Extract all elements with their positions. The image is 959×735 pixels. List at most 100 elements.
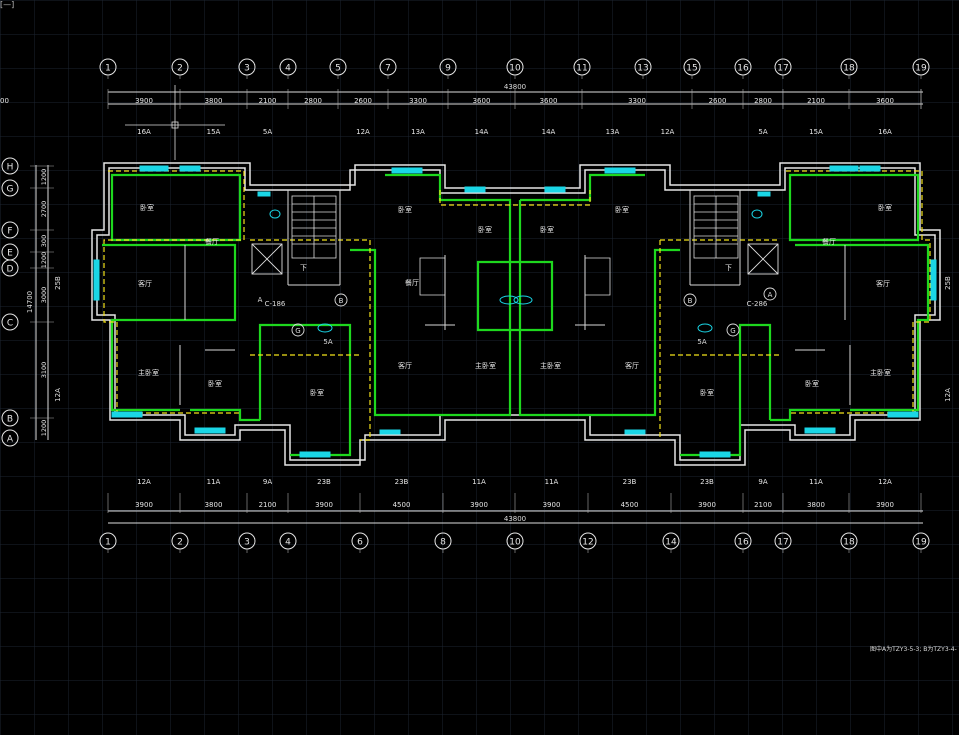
axis-label: 7 — [385, 64, 391, 74]
top-room-tag: 14A — [475, 128, 489, 136]
room-label-living: 客厅 — [138, 279, 152, 288]
footnote: 图中A为TZY3-5-3; B为TZY3-4- — [870, 645, 957, 653]
top-room-tag: 5A — [263, 128, 272, 136]
top-room-tag: 16A — [137, 128, 151, 136]
room-label-master: 主卧室 — [475, 361, 496, 370]
top-dim-value: 2600 — [709, 97, 727, 105]
stairs-right — [693, 195, 739, 259]
top-room-tag: 13A — [411, 128, 425, 136]
axis-label: 2 — [177, 538, 183, 548]
bottom-dim-value: 3900 — [543, 501, 561, 509]
marker-g-left: G — [295, 327, 300, 335]
axis-label: 5 — [335, 64, 341, 74]
top-dim-value: 3900 — [135, 97, 153, 105]
right-tag-12a: 12A — [944, 388, 952, 402]
room-label-down: 下 — [300, 264, 307, 272]
dimension-lines — [35, 91, 923, 524]
axis-bubble — [1, 259, 19, 277]
marker-a-right: A — [768, 291, 773, 299]
elevator-right — [747, 243, 779, 275]
top-dim-value: 2100 — [807, 97, 825, 105]
top-room-tag: 13A — [606, 128, 620, 136]
top-dim-value: 3600 — [540, 97, 558, 105]
axis-label: H — [7, 163, 14, 173]
interior-partitions — [179, 190, 851, 405]
axis-label: A — [7, 435, 14, 445]
axis-bubble — [1, 157, 19, 175]
axis-label: 17 — [777, 64, 788, 74]
room-label-bedroom: 卧室 — [878, 203, 892, 212]
stairs-center — [419, 257, 611, 296]
top-dim-value: 3600 — [876, 97, 894, 105]
top-room-tag: 5A — [758, 128, 767, 136]
room-label-living: 客厅 — [398, 361, 412, 370]
axis-label: 19 — [915, 538, 927, 548]
top-dim-value: 3300 — [409, 97, 427, 105]
left-dim-value: 2700 — [40, 201, 48, 218]
marker-c286: C-286 — [747, 300, 768, 308]
axis-label: 19 — [915, 64, 927, 74]
room-label-bedroom: 卧室 — [398, 205, 412, 214]
marker-5a-left: 5A — [323, 338, 332, 346]
bottom-room-tag: 9A — [263, 478, 272, 486]
top-dim-value: 3600 — [473, 97, 491, 105]
left-dim-value: 1200 — [40, 420, 48, 437]
stairs-left — [291, 195, 337, 259]
top-dim-value: 2100 — [259, 97, 277, 105]
bottom-room-tag: 12A — [137, 478, 151, 486]
marker-5a-right: 5A — [697, 338, 706, 346]
elevator-left — [251, 243, 283, 275]
axis-bubble — [1, 313, 19, 331]
marker-b-right: B — [688, 297, 693, 305]
axis-label: 18 — [843, 64, 855, 74]
top-room-tag: 15A — [809, 128, 823, 136]
room-label-bedroom: 卧室 — [140, 203, 154, 212]
axis-label: 14 — [665, 538, 677, 548]
room-label-bedroom: 卧室 — [478, 225, 492, 234]
marker-g-right: G — [730, 327, 735, 335]
axis-label: 2 — [177, 64, 183, 74]
axis-bubble — [1, 429, 19, 447]
room-label-dining: 餐厅 — [205, 237, 219, 246]
axis-label: F — [7, 227, 12, 237]
section-markers — [291, 287, 777, 337]
axis-label: 6 — [357, 538, 363, 548]
left-dim-value: 1200 — [40, 169, 48, 186]
bottom-room-tag: 23B — [395, 478, 409, 486]
top-dim-value: 2800 — [304, 97, 322, 105]
room-label-down: 下 — [725, 264, 732, 272]
axis-label: 3 — [244, 64, 250, 74]
axis-bubble — [1, 409, 19, 427]
axis-label: 10 — [509, 64, 521, 74]
axis-bubble — [1, 179, 19, 197]
axis-label: 1 — [105, 538, 111, 548]
marker-b-left: B — [339, 297, 344, 305]
room-label-bedroom: 卧室 — [805, 379, 819, 388]
marker-c186: C-186 — [265, 300, 286, 308]
right-tag-25b: 25B — [944, 276, 952, 290]
overall-dim-bottom: 43800 — [504, 515, 526, 523]
axis-label: 18 — [843, 538, 855, 548]
cursor-crosshair — [125, 85, 225, 160]
axis-label: 9 — [445, 64, 451, 74]
axis-label: 15 — [686, 64, 697, 74]
bottom-room-tag: 11A — [809, 478, 823, 486]
top-dim-value: 3800 — [0, 97, 9, 105]
bottom-room-tag: 11A — [207, 478, 221, 486]
overall-dim-left: 14700 — [26, 291, 34, 313]
axis-label: 4 — [285, 538, 291, 548]
bottom-room-tag: 23B — [623, 478, 637, 486]
room-label-master: 主卧室 — [870, 368, 891, 377]
bottom-dim-value: 3900 — [135, 501, 153, 509]
axis-label: 16 — [737, 538, 749, 548]
left-dim-value: 1200 — [40, 252, 48, 269]
axis-label: 1 — [105, 64, 111, 74]
axis-label: 3 — [244, 538, 250, 548]
marker-labels: B G B G A A C-186 C-286 5A 5A — [258, 291, 773, 346]
room-label-bedroom: 卧室 — [208, 379, 222, 388]
